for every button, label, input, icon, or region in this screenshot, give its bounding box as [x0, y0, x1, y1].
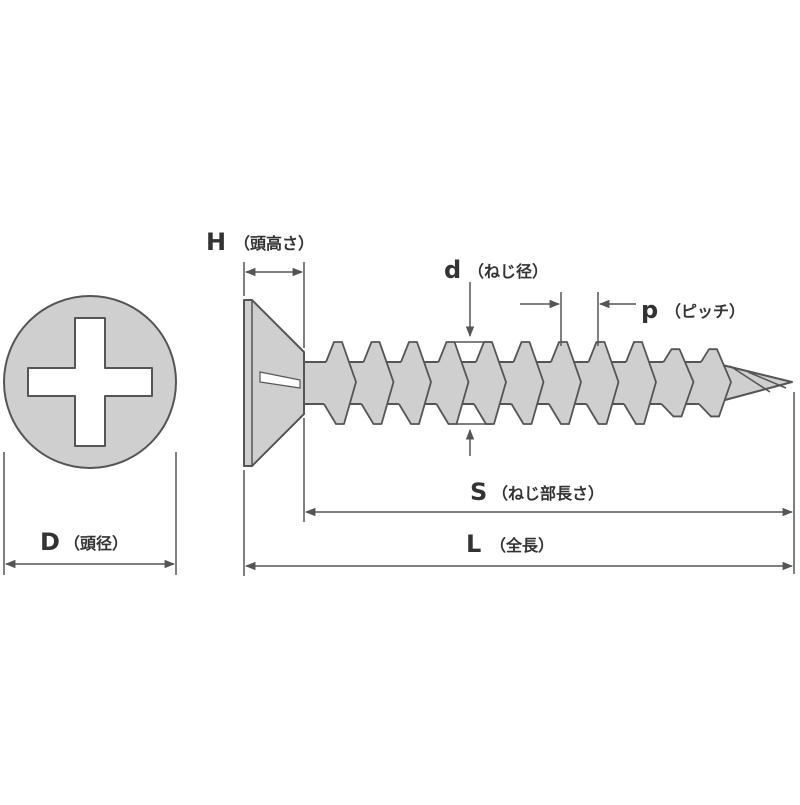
thread-crest — [510, 341, 545, 425]
screw-side-view — [243, 299, 793, 467]
thread-crest — [360, 341, 395, 425]
head-diameter-symbol: D — [40, 528, 60, 556]
screw-threads — [323, 341, 787, 425]
head-diameter-dimension — [3, 452, 177, 575]
head-height-dimension — [243, 262, 305, 348]
thread-crest — [660, 348, 695, 418]
total-length-label: （全長） — [490, 536, 554, 555]
thread-length-dimension — [303, 392, 795, 574]
phillips-cross-recess — [27, 317, 153, 447]
thread-diameter-dimension — [455, 282, 492, 456]
thread-crest — [473, 341, 507, 425]
screw-head-top-view — [3, 295, 177, 469]
thread-diameter-symbol: d — [444, 256, 461, 284]
total-length-symbol: L — [466, 530, 481, 558]
thread-crest — [623, 341, 657, 425]
thread-crest — [398, 341, 432, 425]
thread-length-label: （ねじ部長さ） — [492, 484, 604, 503]
pitch-label: （ピッチ） — [665, 302, 745, 321]
thread-crest — [435, 341, 470, 425]
thread-crest — [698, 348, 732, 418]
thread-crest — [548, 341, 582, 425]
pitch-symbol: p — [641, 296, 658, 324]
head-height-label: （頭高さ） — [234, 234, 314, 253]
thread-length-symbol: S — [470, 478, 487, 506]
thread-crest — [585, 341, 620, 425]
head-height-symbol: H — [206, 228, 226, 256]
thread-diameter-label: （ねじ径） — [468, 262, 548, 281]
thread-crest — [323, 341, 357, 425]
head-diameter-label: （頭径） — [64, 534, 128, 553]
pitch-dimension — [520, 292, 636, 346]
screw-tip-helix — [729, 365, 787, 393]
total-length-dimension — [243, 470, 794, 576]
